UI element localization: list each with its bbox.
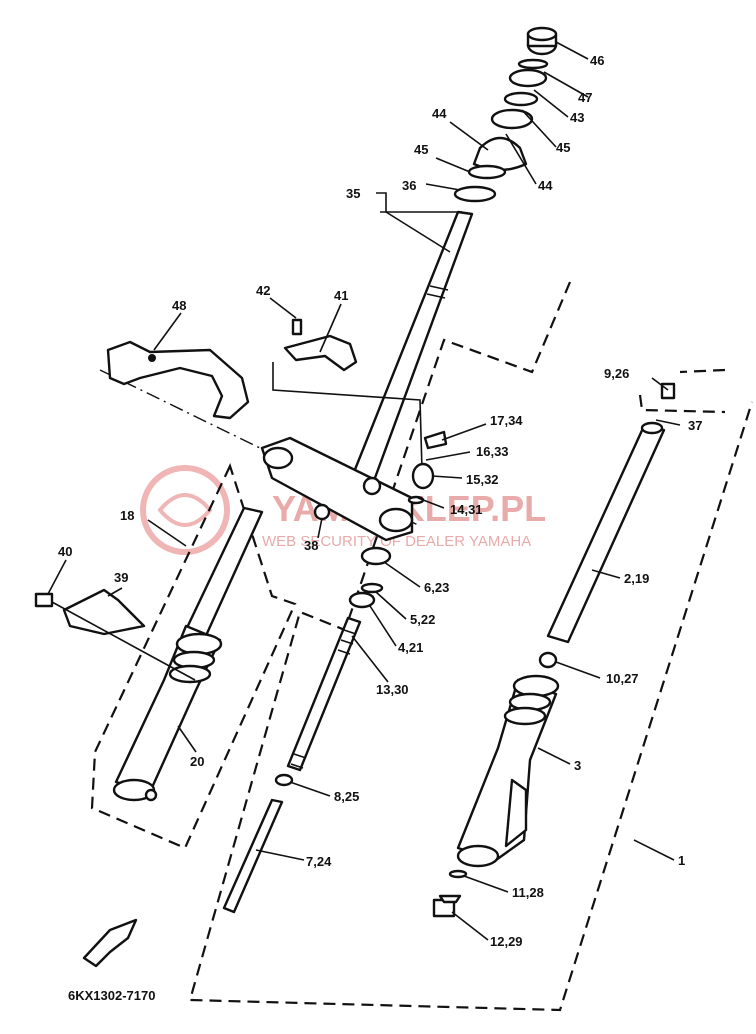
bearing-stack (453, 26, 558, 203)
label-3: 3 (574, 758, 581, 773)
bracket-39 (62, 588, 146, 636)
label-11-28: 11,28 (512, 885, 544, 900)
bracket-48 (106, 340, 250, 420)
label-46: 46 (590, 53, 604, 68)
ring-10 (538, 651, 558, 669)
label-15-32: 15,32 (466, 472, 499, 487)
under-bracket (260, 436, 414, 542)
steering-stem (348, 210, 474, 488)
part-labels: 46 47 43 45 44 44 45 36 35 42 41 48 9,26… (58, 53, 702, 949)
label-48: 48 (172, 298, 186, 313)
inner-tube-right (546, 424, 666, 644)
label-44-right: 44 (538, 178, 553, 193)
label-47: 47 (578, 90, 592, 105)
label-8-25: 8,25 (334, 789, 359, 804)
front-arrow-icon (82, 918, 138, 968)
label-9-26: 9,26 (604, 366, 629, 381)
label-12-29: 12,29 (490, 934, 523, 949)
label-37: 37 (688, 418, 702, 433)
label-44-left: 44 (432, 106, 447, 121)
cap-bolt-outline (638, 394, 726, 414)
label-17-34: 17,34 (490, 413, 523, 428)
label-5-22: 5,22 (410, 612, 435, 627)
washer-11 (448, 869, 468, 879)
label-18: 18 (120, 508, 134, 523)
right-fork-assembly-outline (188, 281, 754, 1012)
label-38: 38 (304, 538, 318, 553)
seal-stack-center (313, 430, 448, 609)
bolt-40 (34, 592, 54, 608)
label-2-19: 2,19 (624, 571, 649, 586)
label-40: 40 (58, 544, 72, 559)
left-fork-assembly-outline (90, 463, 297, 850)
bracket-48-hole (148, 354, 156, 362)
label-6-23: 6,23 (424, 580, 449, 595)
label-16-33: 16,33 (476, 444, 509, 459)
label-20: 20 (190, 754, 204, 769)
outer-tube-right (456, 674, 560, 868)
label-13-30: 13,30 (376, 682, 409, 697)
outer-tube-left (112, 624, 223, 802)
footer-code: 6KX1302-7170 (68, 988, 155, 1003)
leader-lines (47, 41, 681, 941)
leader-41-frame (272, 362, 423, 471)
label-39: 39 (114, 570, 128, 585)
bolt-12 (432, 894, 462, 918)
holder-41 (283, 318, 358, 372)
label-45-right: 45 (556, 140, 570, 155)
label-41: 41 (334, 288, 348, 303)
label-45-left: 45 (414, 142, 428, 157)
label-14-31: 14,31 (450, 502, 483, 517)
leader-40-tube (51, 601, 196, 681)
cap-outline-top (679, 368, 726, 374)
label-35: 35 (346, 186, 360, 201)
spring-seat-8 (274, 773, 294, 787)
label-10-27: 10,27 (606, 671, 639, 686)
fork-spring (222, 798, 284, 914)
label-43: 43 (570, 110, 584, 125)
damper-rod (286, 616, 362, 772)
label-7-24: 7,24 (306, 854, 332, 869)
label-36: 36 (402, 178, 416, 193)
label-42: 42 (256, 283, 270, 298)
watermark-tagline: WEB SECURITY OF DEALER YAMAHA (262, 533, 531, 550)
label-1: 1 (678, 853, 685, 868)
label-4-21: 4,21 (398, 640, 423, 655)
